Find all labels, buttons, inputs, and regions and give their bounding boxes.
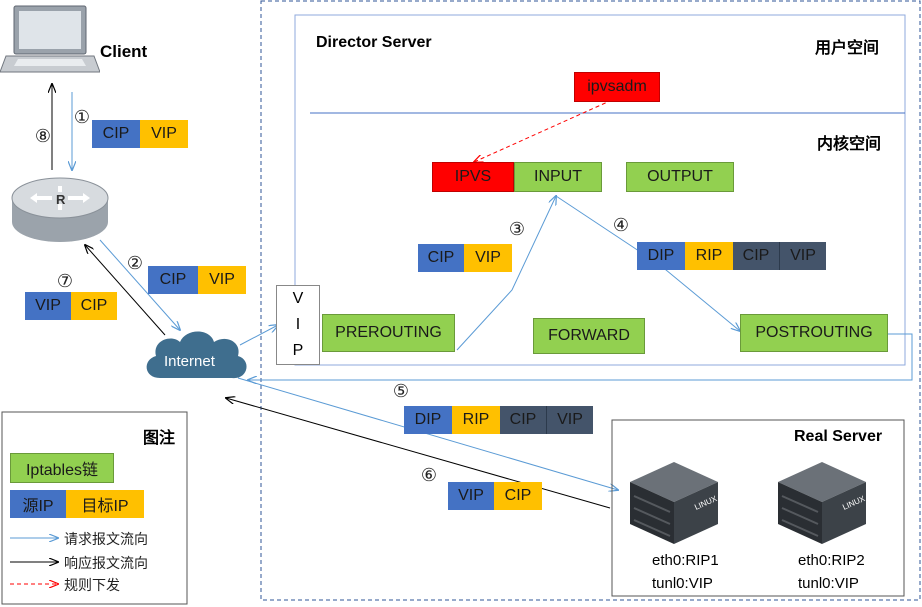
internet-label: Internet [164,353,215,370]
packet-inner-dst: VIP [546,406,593,434]
step-4-marker: ④ [612,214,630,235]
packet-dst: VIP [198,266,246,294]
packet-dst: CIP [494,482,542,510]
server-2-eth: eth0:RIP2 [798,552,865,569]
laptop-icon [0,5,100,73]
packet-step1: CIP VIP [92,120,188,148]
legend-ip-swatch: 源IP 目标IP [10,490,144,518]
packet-src: CIP [418,244,464,272]
ipvsadm-box: ipvsadm [574,72,660,102]
arrow-step2 [99,239,180,330]
step-8-marker: ⑧ [34,125,52,146]
server-1-eth: eth0:RIP1 [652,552,719,569]
packet-step4: DIP RIP CIP VIP [637,242,826,270]
server-2-icon: LINUX [778,462,867,544]
vip-letter: I [295,316,301,333]
router-label: R [56,192,66,207]
packet-src: CIP [92,120,140,148]
packet-inner-src: CIP [733,242,779,270]
packet-dst: VIP [464,244,512,272]
legend-title: 图注 [143,430,176,447]
packet-step2: CIP VIP [148,266,246,294]
legend-request-label: 请求报文流向 [64,531,148,547]
server-1-icon: LINUX [630,462,719,544]
director-title: Director Server [316,34,432,51]
server-2-tun: tunl0:VIP [798,575,859,592]
packet-outer-src: DIP [637,242,685,270]
step-5-marker: ⑤ [392,380,410,401]
director-server-box [294,14,906,366]
vip-letter: P [292,342,304,359]
real-server-box [611,419,905,597]
arrow-step5 [237,377,618,490]
packet-dst: VIP [140,120,188,148]
packet-src: VIP [25,292,71,320]
user-space-label: 用户空间 [815,40,880,57]
arrow-step7 [85,245,166,336]
packet-step6: VIP CIP [448,482,542,510]
packet-dst: CIP [71,292,117,320]
arrow-step3 [456,196,556,351]
arrow-post-out [248,333,913,380]
packet-inner-dst: VIP [779,242,826,270]
legend-chain-swatch: Iptables链 [10,453,114,483]
packet-src: VIP [448,482,494,510]
ipvs-box: IPVS [432,162,514,192]
packet-step7: VIP CIP [25,292,117,320]
legend-dst-label: 目标IP [66,490,144,518]
kernel-space-label: 内核空间 [817,136,882,153]
forward-chain-box: FORWARD [533,318,645,354]
packet-step5: DIP RIP CIP VIP [404,406,593,434]
packet-src: CIP [148,266,198,294]
arrow-to-vip [239,325,278,346]
postrouting-chain-box: POSTROUTING [740,314,888,352]
packet-outer-dst: RIP [452,406,500,434]
packet-outer-dst: RIP [685,242,733,270]
legend-response-label: 响应报文流向 [64,555,148,571]
packet-outer-src: DIP [404,406,452,434]
step-6-marker: ⑥ [420,464,438,485]
output-chain-box: OUTPUT [626,162,734,192]
client-label: Client [100,42,148,61]
arrow-step6 [226,398,611,509]
step-3-marker: ③ [508,218,526,239]
real-server-title: Real Server [794,428,883,445]
packet-inner-src: CIP [500,406,546,434]
prerouting-chain-box: PREROUTING [322,314,455,352]
step-1-marker: ① [73,106,91,127]
vip-interface-box: V I P [276,285,320,365]
legend-src-label: 源IP [10,490,66,518]
legend-rule-label: 规则下发 [64,577,120,593]
legend-box [1,411,188,605]
director-dashed-frame [260,0,921,601]
step-7-marker: ⑦ [56,270,74,291]
input-chain-box: INPUT [514,162,602,192]
packet-step3: CIP VIP [418,244,512,272]
router-icon [11,177,109,242]
step-2-marker: ② [126,252,144,273]
arrow-rule [474,99,613,162]
server-1-tun: tunl0:VIP [652,575,713,592]
vip-letter: V [292,290,304,307]
internet-cloud-icon [146,331,247,379]
